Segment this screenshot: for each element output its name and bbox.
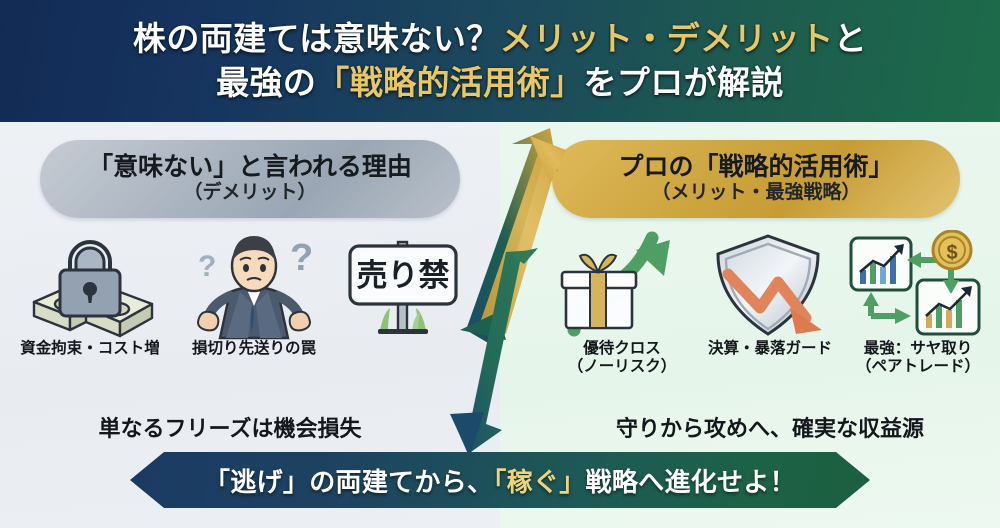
left-item-label-1: 資金拘束・コスト増 — [20, 340, 160, 357]
padlock-money-icon — [24, 228, 156, 340]
left-panel-heading-subtitle: （デメリット） — [183, 182, 317, 204]
header-title-part-white-1: 株の両建ては意味ない？ — [132, 20, 500, 58]
pair-trade-charts-coin-icon: $ — [847, 228, 989, 340]
shield-down-arrow-icon — [706, 228, 834, 340]
header-title-part-white-3: 最強の — [216, 64, 317, 101]
right-item-label-2: 決算・暴落ガード — [707, 340, 832, 357]
center-arrows-group — [440, 124, 590, 464]
left-panel-summary: 単なるフリーズは機会損失 — [98, 416, 362, 441]
header-title-line-2: 最強の「戦略的活用術」をプロが解説 — [216, 62, 784, 104]
header-title-part-white-4: をプロが解説 — [583, 64, 784, 101]
right-item-label-3: 最強：サヤ取り — [863, 340, 973, 357]
header-banner: 株の両建ては意味ない？メリット・デメリットと 最強の「戦略的活用術」をプロが解説 — [0, 0, 1000, 122]
sell-ban-sign-text: 売り禁 — [357, 258, 450, 293]
header-title-part-white-2: と — [833, 20, 868, 58]
right-item-label-1: 優待クロス — [583, 340, 661, 357]
svg-text:$: $ — [946, 242, 957, 264]
left-panel-item-list: 資金拘束・コスト増 ? ? — [6, 228, 472, 358]
left-item-sell-ban: 売り禁 — [334, 228, 472, 358]
left-panel-heading-pill: 「意味ない」と言われる理由 （デメリット） — [40, 140, 460, 218]
bottom-cta-part-white-2: 戦略へ進化せよ！ — [585, 466, 796, 497]
svg-text:?: ? — [198, 250, 216, 283]
left-item-loss-postpone: ? ? — [174, 228, 334, 358]
right-panel-heading-title: プロの「戦略的活用術」 — [618, 152, 894, 181]
right-panel-heading-pill: プロの「戦略的活用術」 （メリット・最強戦略） — [552, 140, 960, 218]
header-title-part-gold-1: メリット・デメリット — [499, 20, 834, 58]
header-title-line-1: 株の両建ては意味ない？メリット・デメリットと — [133, 18, 867, 60]
left-item-funds-locked: 資金拘束・コスト増 — [6, 228, 174, 358]
svg-text:?: ? — [290, 237, 313, 279]
left-panel-heading-title: 「意味ない」と言われる理由 — [88, 152, 412, 181]
right-panel-heading-subtitle: （メリット・最強戦略） — [651, 182, 861, 204]
right-panel-item-list: 優待クロス （ノーリスク） — [548, 228, 992, 377]
sell-ban-sign-icon: 売り禁 — [342, 228, 464, 340]
right-item-sublabel-1: （ノーリスク） — [567, 358, 677, 376]
right-panel-summary: 守りから攻めへ、確実な収益源 — [615, 416, 924, 441]
header-title-part-gold-2: 「戦略的活用術」 — [316, 64, 584, 101]
right-item-sublabel-3: （ペアトレード） — [855, 358, 980, 376]
right-item-crash-guard: 決算・暴落ガード — [696, 228, 844, 377]
confused-businessman-icon: ? ? — [186, 228, 322, 340]
right-item-pair-trade: $ 最強：サヤ取り （ペアトレード） — [844, 228, 992, 377]
bottom-cta-part-gold: 「稼ぐ」 — [493, 466, 586, 497]
right-item-yutai-cross: 優待クロス （ノーリスク） — [548, 228, 696, 377]
left-item-label-2: 損切り先送りの罠 — [191, 340, 316, 357]
bottom-cta-part-white-1: 「逃げ」の両建てから、 — [204, 466, 494, 497]
gift-up-arrow-icon — [556, 228, 688, 340]
bottom-cta-text: 「逃げ」の両建てから、「稼ぐ」戦略へ進化せよ！ — [204, 462, 796, 499]
down-left-arrow-icon — [450, 248, 538, 456]
bottom-cta-banner: 「逃げ」の両建てから、「稼ぐ」戦略へ進化せよ！ — [130, 452, 870, 508]
